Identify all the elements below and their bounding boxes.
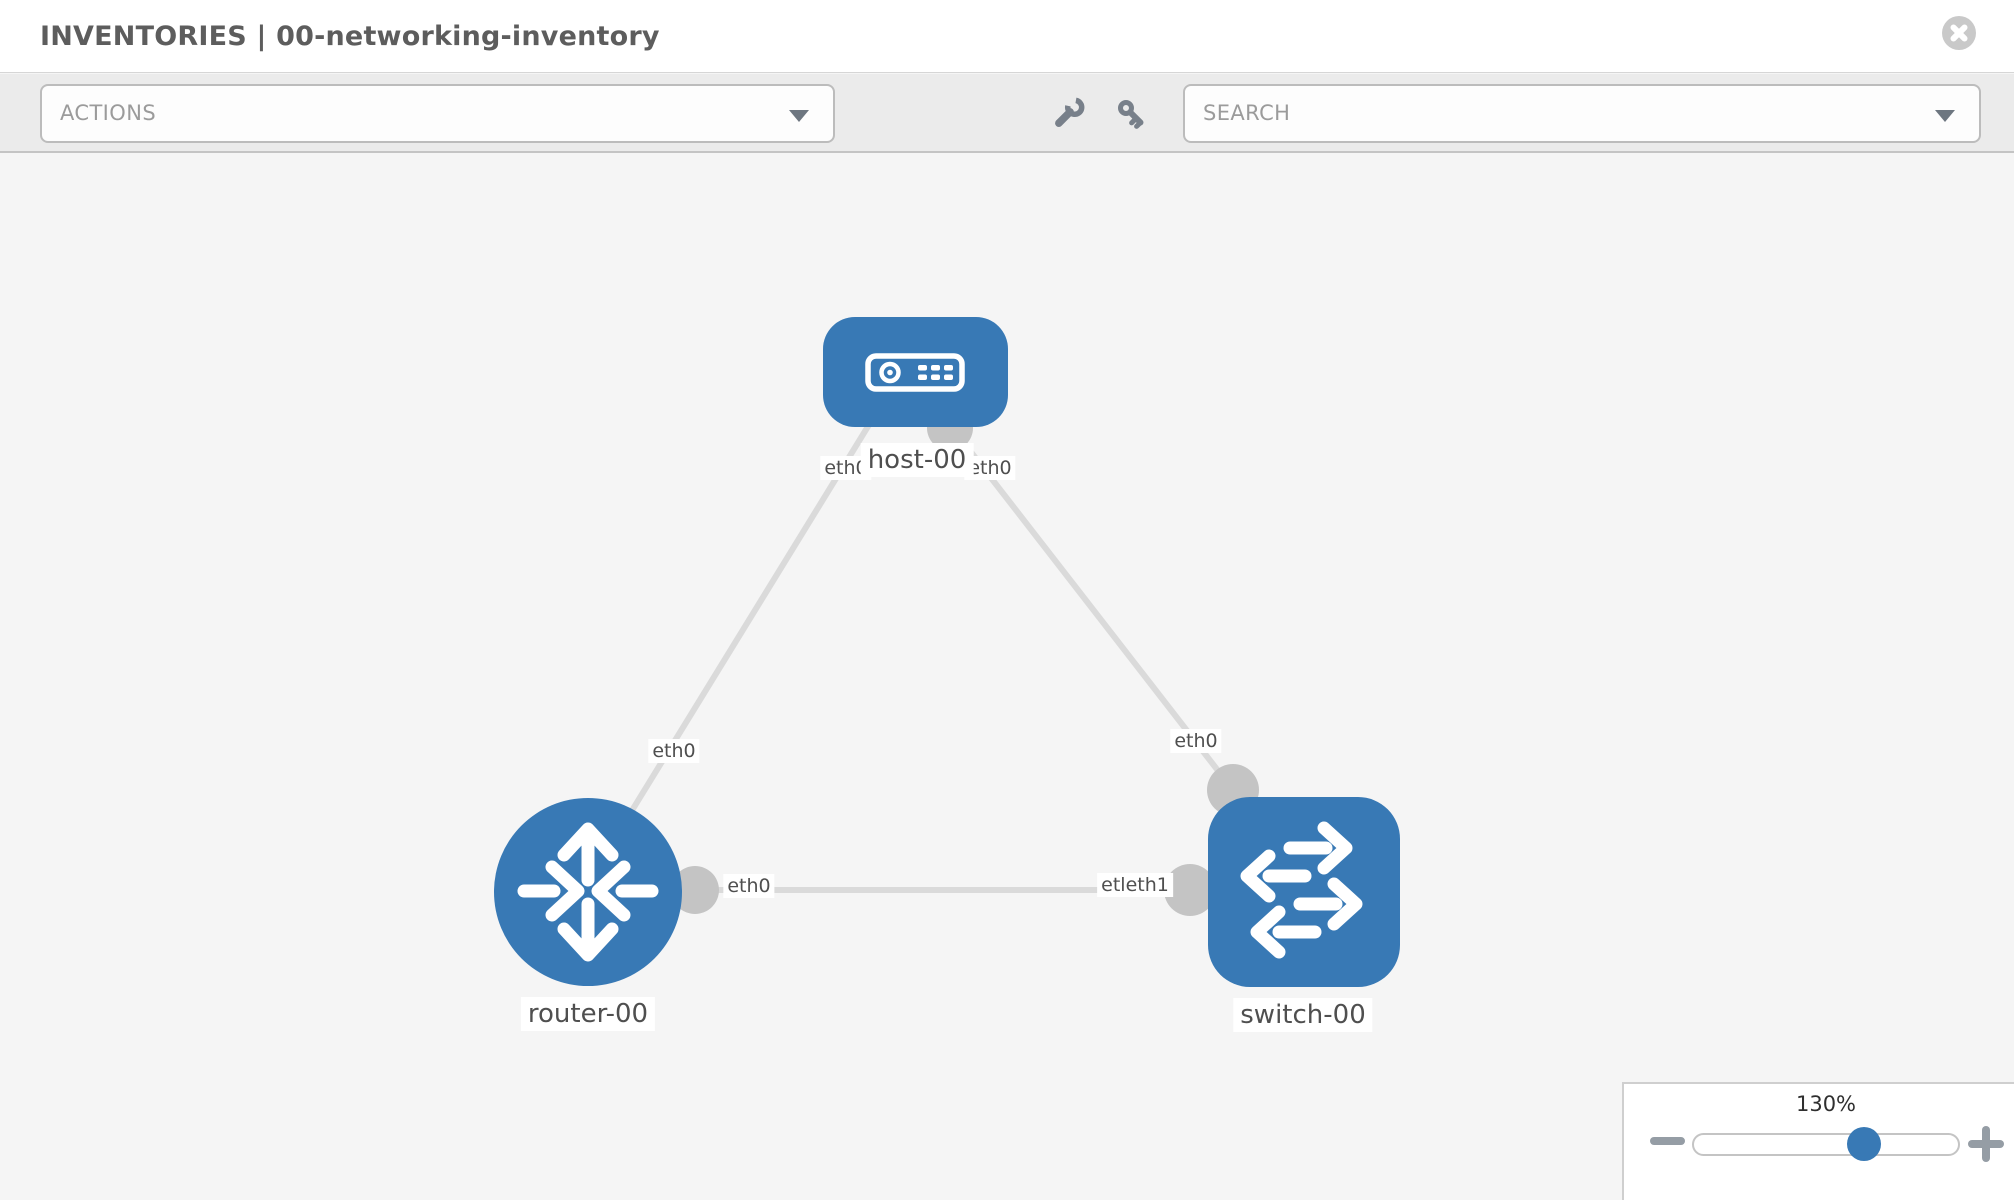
close-button[interactable] [1942,16,1976,50]
chevron-down-icon [789,110,809,122]
host-icon [865,353,965,392]
wrench-icon[interactable] [1050,96,1086,132]
toolbar: ACTIONS SEARCH [0,74,2014,153]
zoom-panel: 130% [1622,1082,2014,1200]
close-icon [1950,24,1968,42]
port-group [671,405,1259,916]
plus-icon [1982,1126,1990,1162]
topology-svg [494,317,1400,987]
interface-label: eth0 [1170,729,1222,753]
link-group [588,413,1300,893]
link-host-router [609,413,878,845]
interface-label: eth0 [723,874,775,898]
topology-canvas[interactable]: eth0 eth0 eth0 eth0 eth0 etleth1 host-00… [0,155,2014,1200]
router-icon [517,822,659,962]
search-input-placeholder: SEARCH [1203,101,1291,125]
zoom-in-button[interactable] [1968,1126,2004,1162]
zoom-level: 130% [1795,1092,1857,1116]
node-host-00[interactable] [823,317,1008,427]
search-dropdown[interactable]: SEARCH [1183,84,1981,143]
page-title: INVENTORIES | 00-networking-inventory [40,21,660,52]
node-switch-00[interactable] [1208,797,1400,987]
actions-dropdown[interactable]: ACTIONS [40,84,835,143]
node-router-00[interactable] [494,798,682,986]
actions-dropdown-label: ACTIONS [60,101,157,125]
node-label-host[interactable]: host-00 [860,443,974,477]
zoom-out-button[interactable] [1650,1137,1685,1145]
port-router-eth0[interactable] [671,866,719,914]
interface-label: etleth1 [1097,873,1173,897]
key-icon[interactable] [1114,96,1150,132]
node-label-router[interactable]: router-00 [520,997,656,1031]
port-switch-eth1[interactable] [1164,864,1216,916]
zoom-slider-track[interactable] [1692,1133,1960,1156]
chevron-down-icon [1935,110,1955,122]
panel-header: INVENTORIES | 00-networking-inventory [0,0,2014,73]
switch-icon [1240,821,1363,959]
interface-label: eth0 [648,739,700,763]
node-label-switch[interactable]: switch-00 [1233,998,1373,1032]
zoom-slider-thumb[interactable] [1847,1127,1881,1161]
